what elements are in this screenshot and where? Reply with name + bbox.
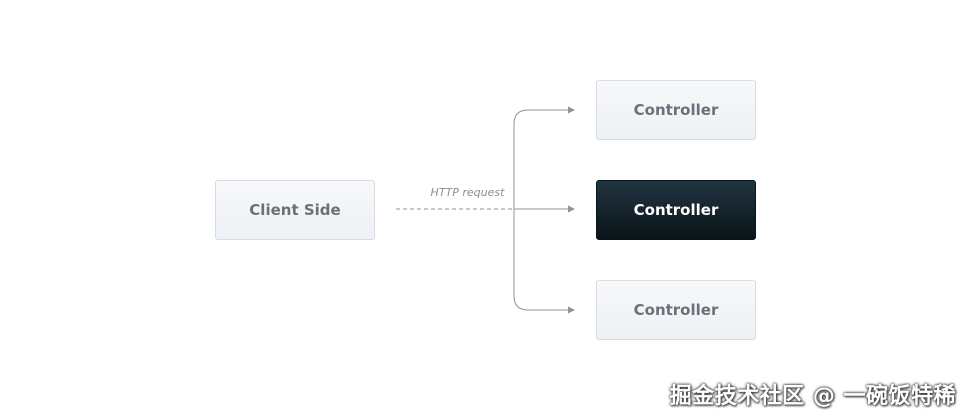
controller-label-bottom: Controller xyxy=(633,301,719,319)
controller-box-bottom: Controller xyxy=(596,280,756,340)
watermark-text: 掘金技术社区 @ 一碗饭特稀 xyxy=(669,384,956,409)
controller-label-top: Controller xyxy=(633,101,719,119)
branch-top-line xyxy=(513,109,572,209)
branch-bottom-line xyxy=(513,209,572,311)
arrowhead-middle-icon xyxy=(568,205,575,213)
client-side-label: Client Side xyxy=(249,201,341,219)
controller-box-top: Controller xyxy=(596,80,756,140)
arrowhead-bottom-icon xyxy=(568,306,575,314)
controller-label-middle: Controller xyxy=(633,201,719,219)
client-side-box: Client Side xyxy=(215,180,375,240)
controller-box-middle-highlighted: Controller xyxy=(596,180,756,240)
arrowhead-top-icon xyxy=(568,106,575,114)
http-request-label: HTTP request xyxy=(430,186,505,199)
